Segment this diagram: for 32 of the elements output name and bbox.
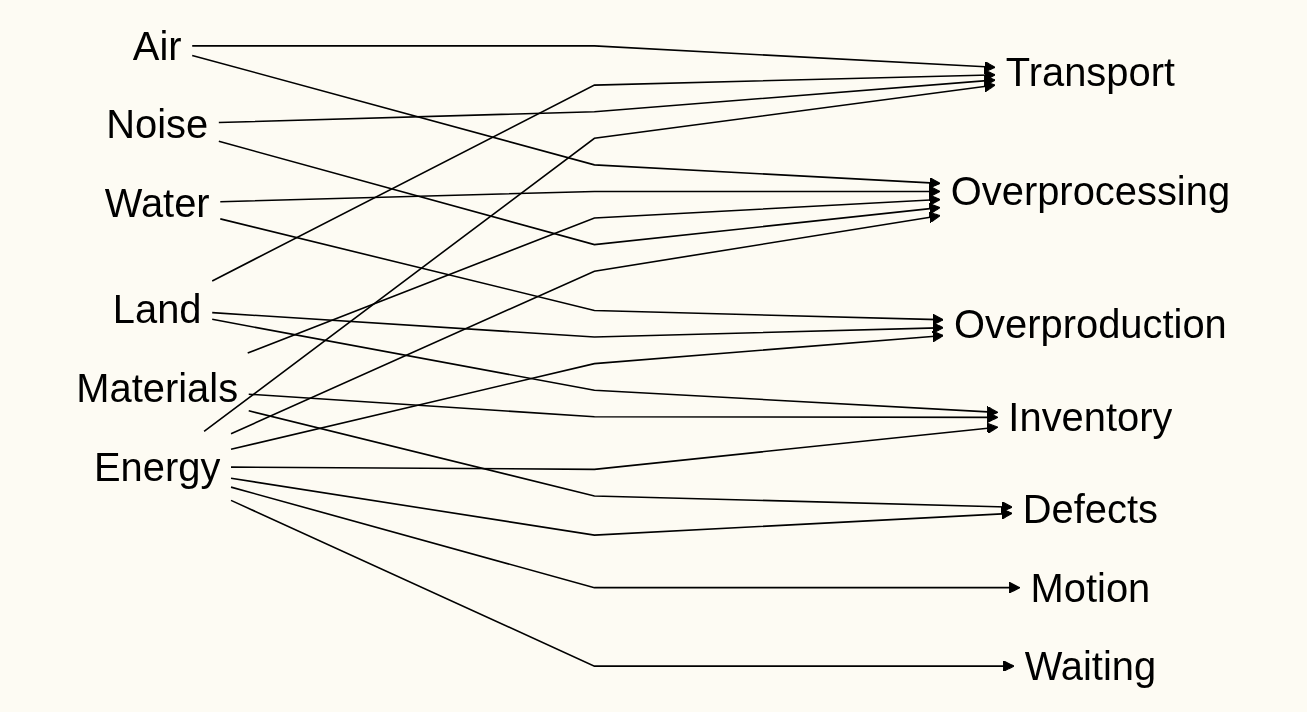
arrow: [247, 194, 941, 354]
text-label: Overproduction: [954, 301, 1228, 346]
text-label: Motion: [1030, 565, 1151, 610]
arrow: [248, 409, 1013, 513]
arrow: [230, 477, 1013, 536]
arrow: [191, 54, 941, 189]
arrow: [218, 75, 996, 124]
text-label: Water: [105, 181, 210, 226]
arrow: [230, 211, 941, 435]
text-label: Inventory: [1008, 395, 1173, 440]
arrow: [218, 140, 941, 246]
text-label: Transport: [1006, 50, 1176, 95]
arrow: [211, 69, 996, 282]
text-label: Waiting: [1024, 644, 1157, 689]
text-label: Air: [133, 23, 182, 68]
arrow: [211, 311, 945, 338]
arrow: [230, 486, 1021, 594]
text-label: Land: [113, 287, 202, 332]
text-label: Overprocessing: [951, 169, 1231, 214]
arrow: [211, 318, 999, 418]
text-label: Energy: [94, 444, 221, 489]
arrow: [230, 422, 999, 471]
text-label: Materials: [76, 366, 239, 411]
arrow: [203, 80, 996, 433]
arrow: [191, 45, 996, 73]
arrow: [219, 218, 945, 326]
arrow: [230, 330, 945, 451]
text-label: Defects: [1023, 487, 1159, 532]
arrow: [248, 393, 999, 424]
arrow: [219, 185, 941, 203]
text-label: Noise: [106, 102, 209, 147]
arrow: [230, 499, 1015, 672]
